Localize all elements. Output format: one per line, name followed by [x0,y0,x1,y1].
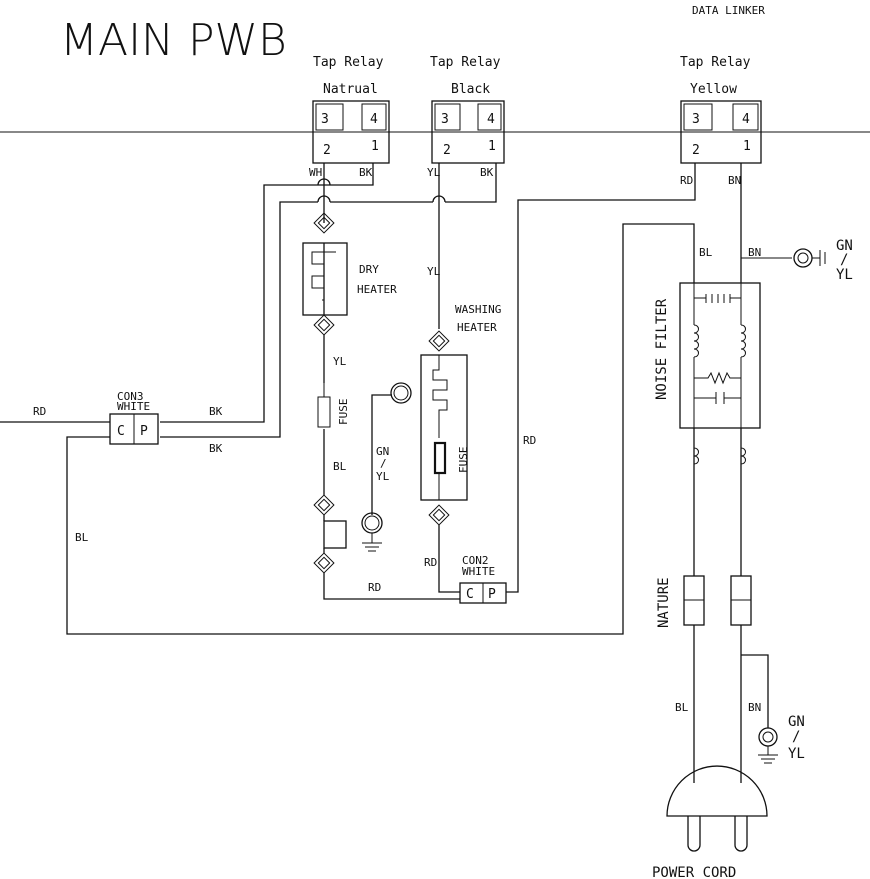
nature-connectors: NATURE [656,575,752,628]
data-linker-label: DATA LINKER [692,4,765,17]
svg-text:1: 1 [371,139,379,154]
svg-text:P: P [140,424,148,439]
wire-label-rd-bottom: RD [368,581,381,594]
svg-text:4: 4 [370,112,378,127]
con2-connector: CON2 WHITE C P [459,554,507,604]
diagram-title: MAIN PWB [60,15,287,66]
wire-label-rd-left: RD [33,405,46,418]
ground-terminal-plug: GN / YL [758,714,805,764]
svg-text:1: 1 [743,139,751,154]
wire-label-bl-filter: BL [699,246,713,259]
con3-connector: CON3 WHITE C P [109,390,159,445]
dry-fuse-label: FUSE [337,399,350,426]
relay-black: Tap Relay Black 3 4 2 1 YL BK [427,55,505,179]
relay-natrual: Tap Relay Natrual 3 4 2 1 WH BK [309,55,390,179]
wire-label-bk-lower: BK [209,442,223,455]
wire-label-bk-upper: BK [209,405,223,418]
washing-fuse-label: FUSE [457,447,470,474]
relay-yellow-title: Tap Relay [680,55,751,70]
svg-text:4: 4 [742,112,750,127]
wire-label-bk-2: BK [480,166,494,179]
relay-yellow: Tap Relay Yellow 3 4 2 1 RD BN [680,55,762,187]
svg-text:2: 2 [323,143,331,158]
dry-heater-label-2: HEATER [357,283,397,296]
wire-label-bn-plug: BN [748,701,761,714]
washing-heater: WASHING HEATER FUSE [420,303,501,526]
power-cord-label: POWER CORD [652,865,736,879]
wire-label-yl-wash: YL [427,265,441,278]
relay-yellow-sub: Yellow [690,82,737,97]
ground-label-slash-2: / [840,252,848,268]
svg-text:3: 3 [692,112,700,127]
ground-label-slash: / [380,457,387,470]
con3-color: WHITE [117,400,150,413]
svg-text:C: C [117,424,125,439]
ground-label-yl: YL [376,470,390,483]
wire-label-bl-dry: BL [333,460,347,473]
power-plug: POWER CORD [652,765,768,879]
noise-filter-label: NOISE FILTER [654,298,670,400]
ground-terminal-dry: GN / YL [361,382,412,552]
wire-label-bk: BK [359,166,373,179]
wires [0,163,769,783]
wire-label-bl-left: BL [75,531,89,544]
svg-text:3: 3 [321,112,329,127]
noise-filter: NOISE FILTER [654,282,761,429]
ground-label-slash-3: / [792,729,800,745]
ground-label-gn: GN [376,445,389,458]
washing-heater-label-1: WASHING [455,303,501,316]
output-chokes [693,447,746,465]
con2-color: WHITE [462,565,495,578]
svg-text:C: C [466,587,474,602]
con3-name: CON3 [117,390,144,403]
svg-text:2: 2 [692,143,700,158]
nature-label: NATURE [656,577,672,628]
dry-fuse: FUSE [317,383,350,428]
relay-natrual-title: Tap Relay [313,55,384,70]
wire-label-bn: BN [728,174,741,187]
svg-text:P: P [488,587,496,602]
wire-label-rd-right: RD [523,434,536,447]
svg-text:1: 1 [488,139,496,154]
svg-text:3: 3 [441,112,449,127]
con2-name: CON2 [462,554,489,567]
wire-label-bn-filter: BN [748,246,761,259]
ground-label-gn-3: GN [788,714,805,730]
relay-black-sub: Black [451,82,490,97]
ground-label-yl-3: YL [788,746,805,762]
dry-heater-label-1: DRY [359,263,379,276]
ground-label-gn-2: GN [836,238,853,254]
wire-label-rd-wash: RD [424,556,437,569]
dry-heater: DRY HEATER [302,212,397,336]
wire-label-yl-dry: YL [333,355,347,368]
wire-label-rd: RD [680,174,693,187]
wire-label-bl-plug: BL [675,701,689,714]
washing-heater-label-2: HEATER [457,321,497,334]
svg-text:2: 2 [443,143,451,158]
relay-black-title: Tap Relay [430,55,501,70]
dry-thermostat [313,494,347,574]
ground-label-yl-2: YL [836,267,853,283]
ground-terminal-filter: GN / YL [741,238,853,283]
wire-label-yl: YL [427,166,441,179]
wire-label-wh: WH [309,166,322,179]
relay-natrual-sub: Natrual [323,82,378,97]
svg-text:4: 4 [487,112,495,127]
